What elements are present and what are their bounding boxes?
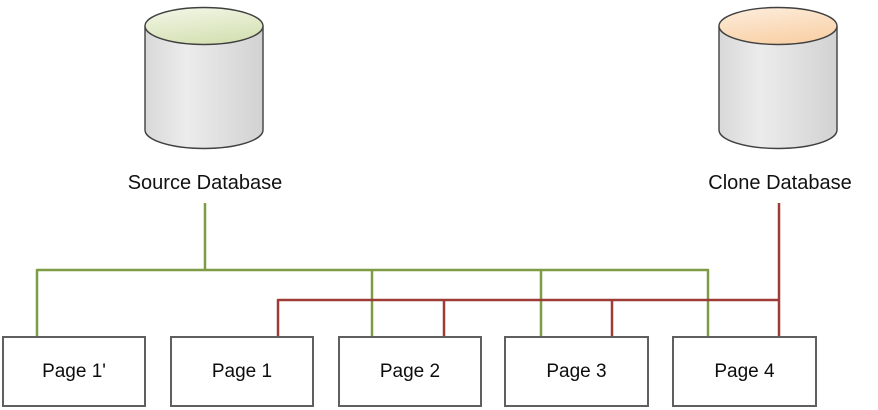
clone-database-label: Clone Database <box>708 172 852 194</box>
page-box-page-3: Page 3 <box>504 336 649 407</box>
page-box-page-4: Page 4 <box>672 336 817 407</box>
page-box-page-1: Page 1 <box>170 336 314 407</box>
page-box-label: Page 2 <box>379 360 441 382</box>
page-box-label: Page 4 <box>714 360 775 382</box>
page-box-label: Page 3 <box>546 360 607 382</box>
clone-cylinder-top <box>718 6 838 46</box>
source-database-label: Source Database <box>127 172 283 194</box>
clone-database-cylinder <box>718 6 838 150</box>
clone-connector-segment <box>276 298 779 336</box>
page-box-label: Page 1' <box>42 360 106 382</box>
source-cylinder-body <box>144 26 264 150</box>
page-box-label: Page 1 <box>211 360 273 382</box>
source-cylinder-top <box>144 6 264 46</box>
source-database-cylinder <box>144 6 264 150</box>
clone-cylinder-body <box>718 26 838 150</box>
page-box-page-1-prime: Page 1' <box>2 336 146 407</box>
page-box-page-2: Page 2 <box>338 336 482 407</box>
